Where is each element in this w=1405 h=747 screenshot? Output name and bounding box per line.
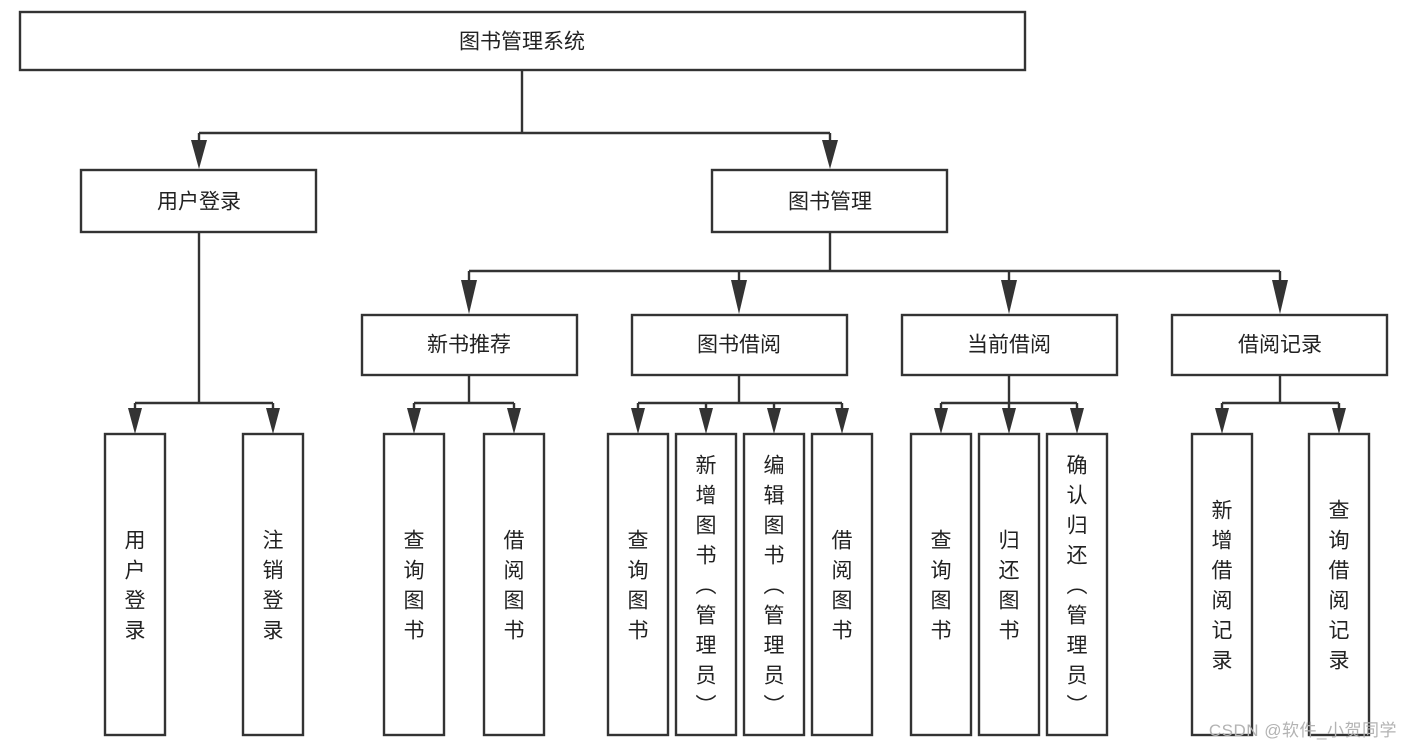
node-records-label: 借阅记录 [1238, 334, 1322, 357]
node-leaf-10-label: 归还图书 [999, 529, 1020, 642]
node-leaf-1-label: 用户登录 [125, 529, 146, 642]
arrowhead-leaf-10 [1002, 408, 1016, 434]
arrowhead-leaf-8 [835, 408, 849, 434]
node-records[interactable]: 借阅记录 [1170, 313, 1389, 377]
arrowhead-leaf-2 [266, 408, 280, 434]
arrowhead-login [191, 140, 207, 169]
node-newbook-label: 新书推荐 [427, 334, 511, 357]
connector-layer [128, 70, 1346, 434]
node-leaf-13-box[interactable] [1307, 432, 1371, 737]
node-borrow[interactable]: 图书借阅 [630, 313, 849, 377]
node-current-box[interactable] [900, 313, 1119, 377]
node-leaf-5-label: 查询图书 [628, 529, 649, 642]
arrowhead-leaf-7 [767, 408, 781, 434]
arrowhead-leaf-3 [407, 408, 421, 434]
node-leaf-6-box[interactable] [674, 432, 738, 737]
node-bookmgmt[interactable]: 图书管理 [710, 168, 949, 234]
node-leaf-11-box[interactable] [1045, 432, 1109, 737]
arrowhead-leaf-4 [507, 408, 521, 434]
node-leaf-2-label: 注销登录 [263, 529, 284, 642]
csdn-watermark: CSDN @软件_小贺同学 [1208, 721, 1397, 740]
node-newbook[interactable]: 新书推荐 [360, 313, 579, 377]
node-leaf-8-box[interactable] [810, 432, 874, 737]
arrowhead-records [1272, 280, 1288, 314]
node-records-box[interactable] [1170, 313, 1389, 377]
node-leaf-3-box[interactable] [382, 432, 446, 737]
node-leaf-4-box[interactable] [482, 432, 546, 737]
node-root-label: 图书管理系统 [459, 31, 585, 54]
node-leaf-3-label: 查询图书 [404, 529, 425, 642]
arrowhead-leaf-9 [934, 408, 948, 434]
node-root-box[interactable] [18, 10, 1027, 72]
node-bookmgmt-box[interactable] [710, 168, 949, 234]
arrowhead-bookmgmt [822, 140, 838, 169]
leaf-node-group: 用户登录 注销登录 查询图书 借阅图书 查询图书 新增图书︵管理员︶ 编辑图书︵… [103, 432, 1371, 737]
node-leaf-1-box[interactable] [103, 432, 167, 737]
node-root[interactable]: 图书管理系统 [18, 10, 1027, 72]
node-borrow-box[interactable] [630, 313, 849, 377]
node-leaf-7-label: 编辑图书︵管理员︶ [764, 454, 785, 717]
node-leaf-2-box[interactable] [241, 432, 305, 737]
node-current-label: 当前借阅 [967, 334, 1051, 357]
node-newbook-box[interactable] [360, 313, 579, 377]
node-leaf-9-label: 查询图书 [931, 529, 952, 642]
arrowhead-borrow [731, 280, 747, 314]
node-leaf-4-label: 借阅图书 [504, 529, 525, 642]
node-leaf-7-box[interactable] [742, 432, 806, 737]
node-leaf-9-box[interactable] [909, 432, 973, 737]
arrowhead-leaf-5 [631, 408, 645, 434]
arrowhead-leaf-13 [1332, 408, 1346, 434]
node-leaf-8-label: 借阅图书 [832, 529, 853, 642]
node-leaf-6-label: 新增图书︵管理员︶ [696, 454, 717, 717]
node-leaf-11-label: 确认归还︵管理员︶ [1067, 454, 1088, 717]
node-leaf-10-box[interactable] [977, 432, 1041, 737]
node-bookmgmt-label: 图书管理 [788, 191, 872, 214]
node-login-box[interactable] [79, 168, 318, 234]
node-current[interactable]: 当前借阅 [900, 313, 1119, 377]
arrowhead-leaf-1 [128, 408, 142, 434]
node-login[interactable]: 用户登录 [79, 168, 318, 234]
arrowhead-newbook [461, 280, 477, 314]
node-leaf-12-box[interactable] [1190, 432, 1254, 737]
arrowhead-current [1001, 280, 1017, 314]
node-borrow-label: 图书借阅 [697, 334, 781, 357]
arrowhead-leaf-12 [1215, 408, 1229, 434]
node-leaf-5-box[interactable] [606, 432, 670, 737]
node-leaf-13-label: 查询借阅记录 [1329, 499, 1350, 672]
arrowhead-leaf-6 [699, 408, 713, 434]
node-login-label: 用户登录 [157, 191, 241, 214]
node-leaf-12-label: 新增借阅记录 [1212, 499, 1233, 672]
arrowhead-leaf-11 [1070, 408, 1084, 434]
